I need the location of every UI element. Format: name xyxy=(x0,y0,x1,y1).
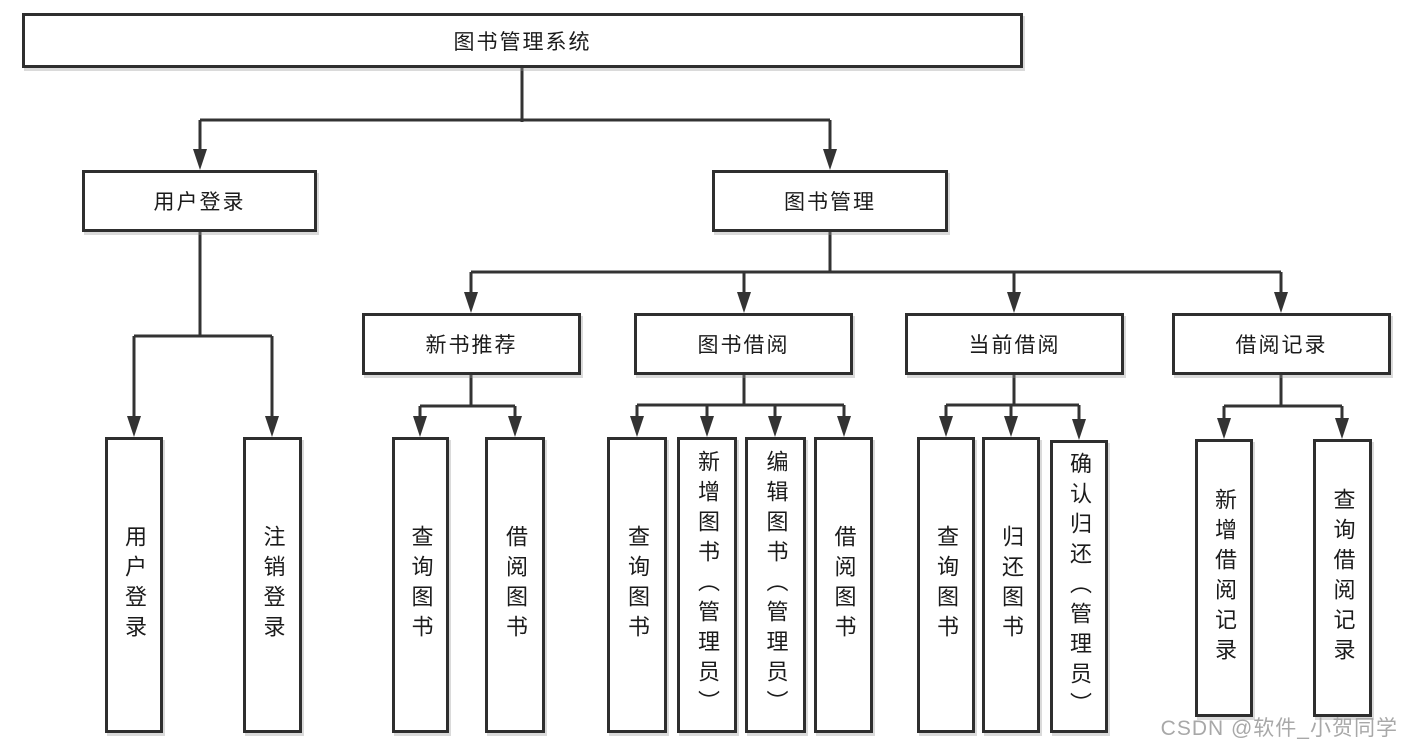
leaf-records-add-record: 新增借阅记录 xyxy=(1195,439,1253,717)
leaf-current-return-book: 归还图书 xyxy=(982,437,1040,733)
leaf-logout-login: 注销登录 xyxy=(243,437,302,733)
leaf-records-query-record: 查询借阅记录 xyxy=(1313,439,1372,717)
node-new-book-recommend: 新书推荐 xyxy=(362,313,581,375)
leaf-borrow-borrow-book: 借阅图书 xyxy=(814,437,873,733)
node-borrow-records: 借阅记录 xyxy=(1172,313,1391,375)
leaf-borrow-edit-book-admin: 编辑图书（管理员） xyxy=(745,437,806,733)
leaf-borrow-add-book-admin: 新增图书（管理员） xyxy=(677,437,737,733)
leaf-newbook-query-book: 查询图书 xyxy=(392,437,449,733)
leaf-newbook-borrow-book: 借阅图书 xyxy=(485,437,545,733)
node-root-system: 图书管理系统 xyxy=(22,13,1023,68)
leaf-borrow-query-book: 查询图书 xyxy=(607,437,667,733)
leaf-user-login: 用户登录 xyxy=(105,437,163,733)
csdn-watermark: CSDN @软件_小贺同学 xyxy=(1160,717,1398,740)
node-user-login: 用户登录 xyxy=(82,170,317,232)
leaf-current-confirm-return-admin: 确认归还（管理员） xyxy=(1050,440,1108,733)
node-book-management: 图书管理 xyxy=(712,170,948,232)
node-current-borrow: 当前借阅 xyxy=(905,313,1124,375)
leaf-current-query-book: 查询图书 xyxy=(917,437,975,733)
node-book-borrow: 图书借阅 xyxy=(634,313,853,375)
